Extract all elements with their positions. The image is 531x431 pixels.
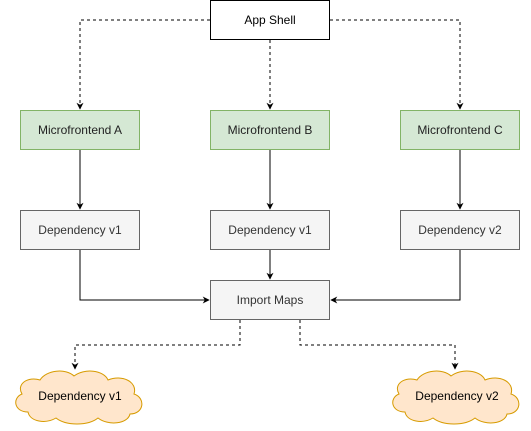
dependency-c-label: Dependency v2 [418,223,502,237]
edge-import-maps-to-cloud-v2 [299,320,459,370]
dependency-c-node: Dependency v2 [400,210,520,250]
edge-dep-a-to-import-maps [79,250,210,304]
dependency-a-node: Dependency v1 [20,210,140,250]
shared-dependency-v2-label: Dependency v2 [415,389,499,403]
dependency-b-node: Dependency v1 [210,210,330,250]
import-maps-label: Import Maps [236,293,304,307]
microfrontend-c-node: Microfrontend C [400,110,520,150]
microfrontend-a-label: Microfrontend A [37,123,123,137]
microfrontend-b-node: Microfrontend B [210,110,330,150]
microfrontend-b-label: Microfrontend B [227,123,313,137]
import-maps-node: Import Maps [210,280,330,320]
edge-shell-to-mf-c [330,19,464,110]
microfrontend-c-label: Microfrontend C [417,123,503,137]
shared-dependency-v1-cloud-icon [15,370,143,425]
app-shell-node: App Shell [210,0,330,40]
dependency-a-label: Dependency v1 [38,223,122,237]
app-shell-label: App Shell [244,13,296,27]
edge-shell-to-mf-a [76,19,210,110]
microfrontend-a-node: Microfrontend A [20,110,140,150]
shared-dependency-v1-label: Dependency v1 [38,389,122,403]
shared-dependency-v2-cloud-icon [392,370,520,425]
edge-import-maps-to-cloud-v1 [71,320,241,370]
dependency-b-label: Dependency v1 [228,223,312,237]
edge-dep-c-to-import-maps [330,250,461,304]
